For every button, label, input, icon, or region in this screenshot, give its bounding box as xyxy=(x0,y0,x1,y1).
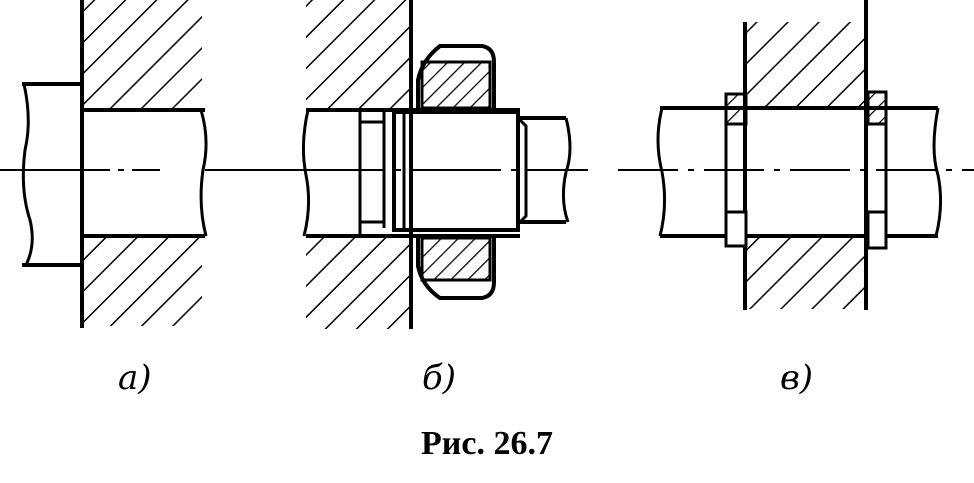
panel-b-nut xyxy=(416,44,496,300)
panel-c xyxy=(618,0,974,310)
panel-b-wall-hatch xyxy=(306,0,412,329)
panel-a-shaft xyxy=(21,82,208,267)
panel-a xyxy=(0,0,295,328)
panel-label-b: б) xyxy=(422,358,457,398)
panel-label-a: а) xyxy=(118,358,152,398)
panel-b-shaft xyxy=(301,108,572,238)
panel-label-c: в) xyxy=(780,358,814,398)
panel-a-wall-hatch xyxy=(84,0,202,326)
panel-c-wall-hatch xyxy=(747,22,865,309)
panel-c-retaining-rings xyxy=(724,90,888,250)
panel-b xyxy=(295,0,588,329)
figure-caption: Рис. 26.7 xyxy=(421,425,553,462)
panel-c-shaft xyxy=(656,106,943,238)
